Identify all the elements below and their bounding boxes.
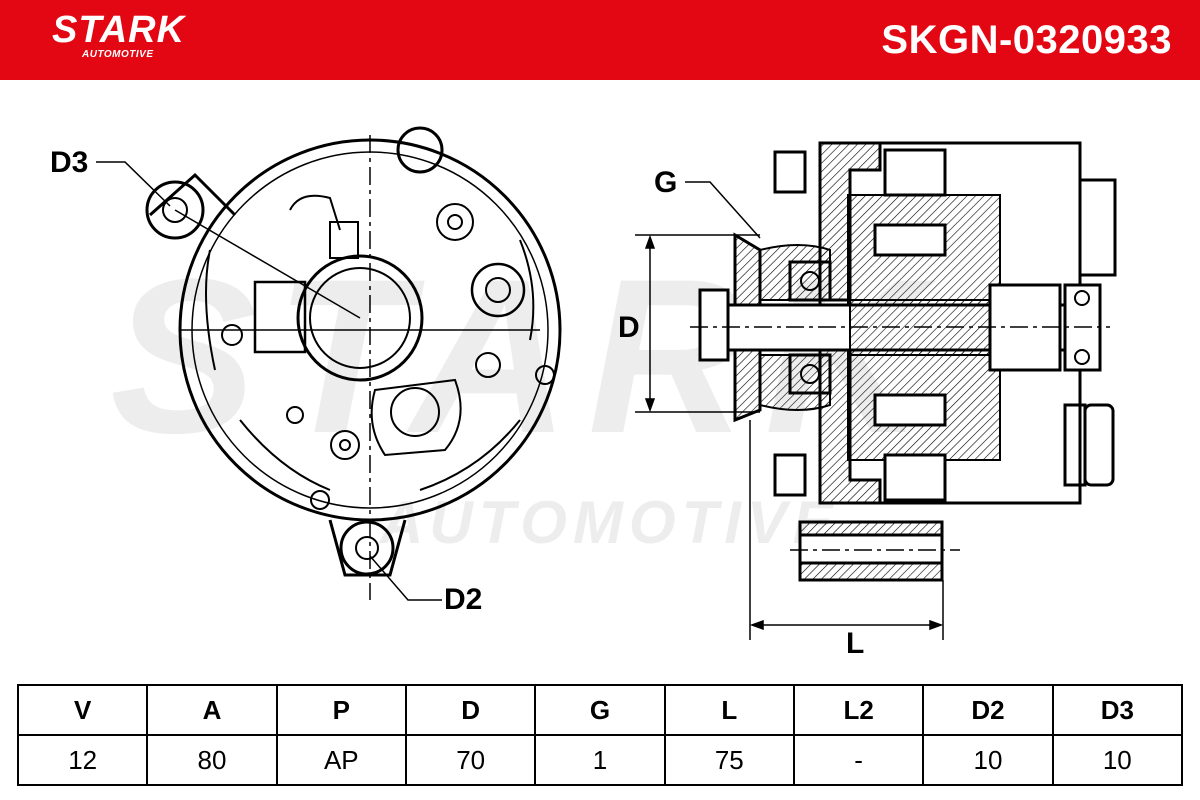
brand-name: STARK: [52, 9, 186, 51]
spec-value-d3: 10: [1051, 734, 1184, 786]
label-d2: D2: [444, 583, 483, 616]
label-d3: D3: [50, 146, 89, 179]
spec-table: V A P D G L L2 D2 D3 12 80 AP 70 1 75 - …: [16, 684, 1184, 786]
spec-value-v: 12: [16, 734, 149, 786]
spec-header-p: P: [275, 684, 407, 736]
brand-logo: STARK AUTOMOTIVE: [52, 10, 185, 60]
spec-header-g: G: [534, 684, 666, 736]
spec-value-d: 70: [404, 734, 537, 786]
spec-header-d: D: [404, 684, 537, 736]
spec-header-l: L: [663, 684, 795, 736]
spec-header-d2: D2: [922, 684, 1054, 736]
part-number: SKGN-0320933: [881, 18, 1172, 62]
side-view: [690, 141, 1117, 582]
dimensions: [635, 181, 944, 640]
spec-header-a: A: [146, 684, 278, 736]
d3-leader: [96, 161, 171, 207]
brand-sub: AUTOMOTIVE: [82, 49, 154, 60]
header-bar: STARK AUTOMOTIVE SKGN-0320933: [0, 0, 1200, 80]
spec-header-d3: D3: [1051, 684, 1184, 736]
spec-value-d2: 10: [922, 734, 1054, 786]
spec-value-l2: -: [792, 734, 925, 786]
label-l: L: [846, 627, 865, 660]
spec-header-v: V: [16, 684, 149, 736]
front-view: [145, 126, 562, 600]
alternator-drawing: [96, 126, 1117, 640]
d2-leader: [369, 555, 442, 601]
spec-value-row: 12 80 AP 70 1 75 - 10 10: [16, 734, 1184, 786]
spec-header-row: V A P D G L L2 D2 D3: [16, 684, 1184, 736]
spec-header-l2: L2: [792, 684, 925, 736]
label-g: G: [654, 166, 678, 199]
spec-value-g: 1: [534, 734, 666, 786]
spec-value-l: 75: [663, 734, 795, 786]
spec-value-a: 80: [146, 734, 278, 786]
spec-value-p: AP: [275, 734, 407, 786]
label-d: D: [618, 311, 640, 344]
